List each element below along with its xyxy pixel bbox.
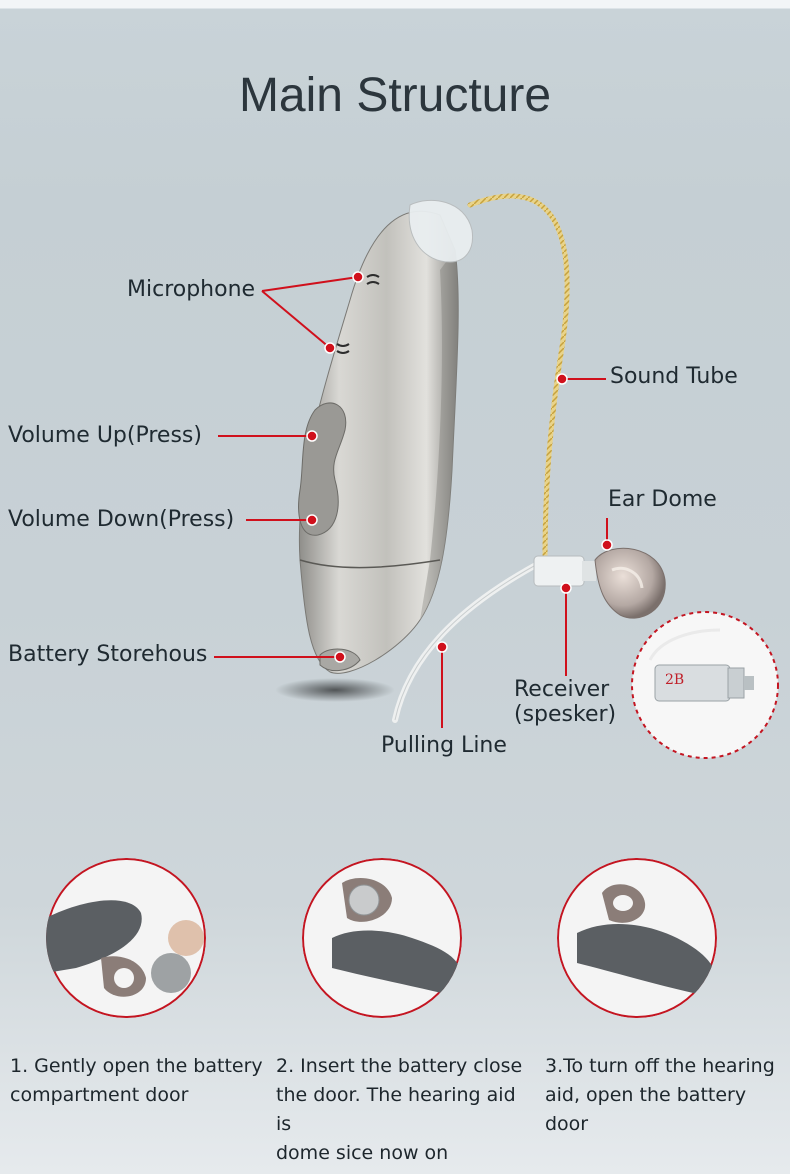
step-3-photo xyxy=(557,858,717,1018)
ear-dome xyxy=(594,547,666,619)
page-title: Main Structure xyxy=(238,69,552,122)
label-volume-down: Volume Down(Press) xyxy=(8,507,235,532)
receiver-tag: 2B xyxy=(665,672,685,688)
step-2-photo xyxy=(302,858,462,1018)
microphone-slot xyxy=(366,274,380,278)
microphone-slot xyxy=(336,343,350,347)
sound-tube xyxy=(467,193,570,563)
label-receiver: Receiver xyxy=(514,677,610,702)
top-cap xyxy=(408,199,474,263)
pointer-dots xyxy=(306,271,613,663)
device-shadow xyxy=(275,678,395,702)
label-ear-dome: Ear Dome xyxy=(608,487,717,512)
step-1-photo xyxy=(46,858,206,1018)
label-sound-tube: Sound Tube xyxy=(610,364,738,389)
hearing-aid-body xyxy=(298,210,459,674)
receiver xyxy=(533,555,585,587)
hearing-aid-diagram xyxy=(214,193,779,759)
label-receiver-sub: (spesker) xyxy=(514,702,617,727)
step-2-caption: 2. Insert the battery close the door. Th… xyxy=(276,1055,523,1164)
label-volume-up: Volume Up(Press) xyxy=(8,423,202,448)
pointer-lines xyxy=(214,276,608,728)
label-battery-storehous: Battery Storehous xyxy=(8,642,208,667)
label-pulling-line: Pulling Line xyxy=(381,733,507,758)
label-microphone: Microphone xyxy=(127,277,256,302)
step-1-caption: 1. Gently open the battery compartment d… xyxy=(10,1055,263,1106)
step-3-caption: 3.To turn off the hearing aid, open the … xyxy=(545,1055,775,1135)
